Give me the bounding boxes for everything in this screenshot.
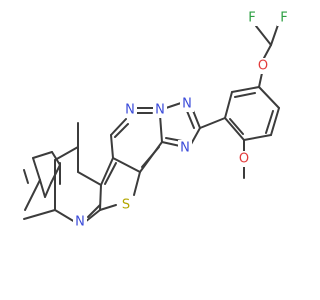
bond xyxy=(32,157,41,181)
bond xyxy=(99,204,117,211)
bond xyxy=(159,114,163,143)
bond xyxy=(110,134,114,159)
bond xyxy=(77,171,102,186)
bond xyxy=(224,117,245,141)
bond xyxy=(258,72,263,88)
atom-label: F xyxy=(280,11,287,26)
atom-label: N xyxy=(75,215,85,230)
atom-label: N xyxy=(180,141,190,156)
bond xyxy=(23,169,29,184)
bond xyxy=(258,86,280,109)
bond xyxy=(234,92,256,98)
bond xyxy=(104,162,117,185)
bond xyxy=(24,179,41,211)
bond xyxy=(110,118,127,136)
bond-layer xyxy=(23,21,280,223)
bond xyxy=(54,146,79,161)
bond xyxy=(54,209,76,223)
bond xyxy=(44,182,52,198)
atom-label-layer: N S N N N N O O xyxy=(73,10,291,230)
bond xyxy=(263,44,272,59)
molecule-structure-diagram: N S N N N N O O xyxy=(23,10,291,230)
atom-label-bg xyxy=(119,197,133,213)
bond xyxy=(270,107,280,136)
bond xyxy=(141,146,160,168)
bond xyxy=(199,117,226,129)
bond xyxy=(99,184,102,211)
atom-n-pyrimidine: N xyxy=(123,102,137,118)
atom-o-ether-top: O xyxy=(256,58,270,74)
atom-label-bg xyxy=(178,140,192,156)
atom-label: F xyxy=(248,11,255,26)
bond xyxy=(133,171,141,196)
bond xyxy=(265,110,274,134)
bond xyxy=(100,157,114,186)
atom-o-methoxy: O xyxy=(237,151,251,167)
bond xyxy=(229,118,244,135)
atom-label-bg xyxy=(277,10,291,26)
atom-label-bg xyxy=(237,151,251,167)
atom-n-triazole-bottom: N xyxy=(178,140,192,156)
atom-label-bg xyxy=(245,10,259,26)
atom-n-triazole-top: N xyxy=(180,96,194,112)
bond xyxy=(32,151,53,159)
atom-label: O xyxy=(239,152,249,167)
atom-label: N xyxy=(125,103,135,118)
atom-f-right: F xyxy=(277,10,291,26)
bond xyxy=(255,25,272,46)
bond xyxy=(161,141,181,147)
atom-label-bg xyxy=(73,214,87,230)
bond xyxy=(186,110,195,129)
bond xyxy=(87,204,101,218)
bond xyxy=(84,209,101,223)
bond xyxy=(224,91,233,119)
bond xyxy=(112,157,141,173)
atom-label-bg xyxy=(256,58,270,74)
bond xyxy=(243,134,272,141)
atom-label: O xyxy=(258,59,268,74)
bond xyxy=(165,102,182,109)
atom-n-triazole-bridge: N xyxy=(153,102,167,118)
methyl-bond xyxy=(23,209,56,220)
atom-label-bg xyxy=(153,102,167,118)
atom-f-left: F xyxy=(245,10,259,26)
bond xyxy=(231,86,260,93)
atom-label-bg xyxy=(180,96,194,112)
atom-n-pyridine: N xyxy=(73,214,87,230)
bond xyxy=(39,179,46,198)
bond xyxy=(114,123,129,138)
atom-label: N xyxy=(182,97,192,112)
atom-s-thiophene: S xyxy=(119,197,133,213)
atom-label-bg xyxy=(123,102,137,118)
atom-label: S xyxy=(122,198,130,213)
atom-label: N xyxy=(155,103,165,118)
